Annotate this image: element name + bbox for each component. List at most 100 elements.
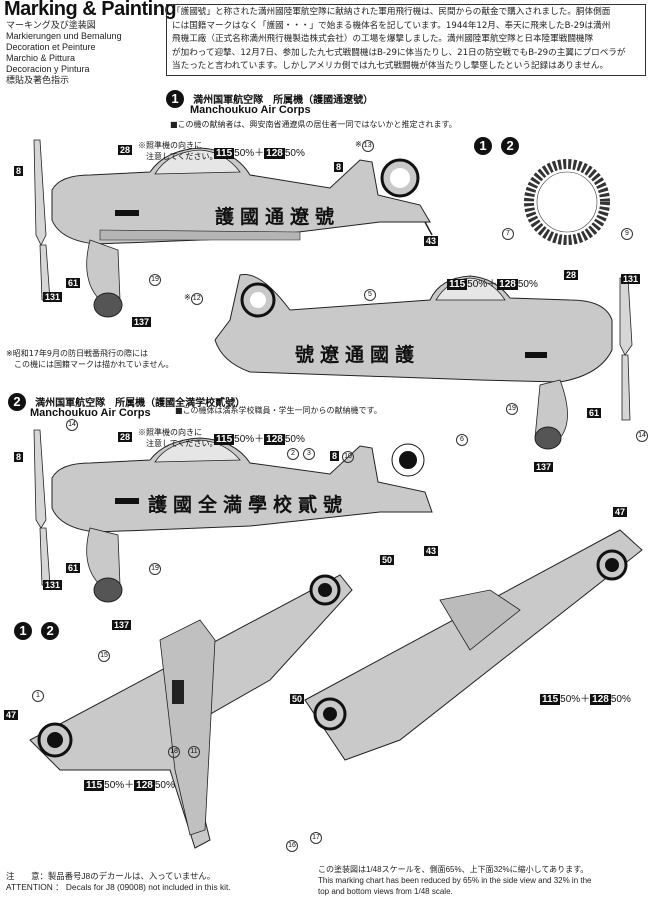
callout-8-left: 8: [14, 166, 24, 176]
color-code-a: 115: [214, 434, 235, 445]
callout-3-num: 3: [303, 448, 315, 460]
color-code-b: 128: [264, 148, 285, 159]
callout-13: ※13: [355, 140, 374, 152]
callout-3: 3: [303, 448, 315, 460]
callout-15: 15: [98, 650, 110, 662]
section2-badge: 2: [8, 392, 26, 411]
section1-subtitle: Manchoukuo Air Corps: [190, 103, 311, 116]
header-line: Marchio & Pittura: [6, 53, 76, 63]
badge-one: 1: [14, 622, 32, 640]
badge-two: 2: [501, 137, 520, 155]
color-code-b: 128: [264, 434, 285, 445]
intro-text: 「護國號」と称された満州國陸軍航空隊に献納された軍用飛行機は、民間からの献金で購…: [172, 6, 642, 74]
section2-header: 2 満州国軍航空隊 所属機（護國全満学校貳號） Manchoukuo Air C…: [8, 391, 245, 419]
aircraft-name-kanji-1: 護國通遼號: [215, 206, 341, 228]
color-code-a: 115: [214, 148, 235, 159]
sight-callout-2: ※照準機の向きに 注意してください。: [138, 427, 218, 449]
callout-28b: 28: [564, 270, 579, 280]
color-pct-a: 50%: [234, 148, 255, 159]
callout-16-num: 16: [286, 840, 298, 852]
callout-1: 1: [32, 690, 44, 702]
color-pct-b: 50%: [610, 694, 631, 705]
foot-note-line: この機には国籍マークは描かれていません。: [6, 360, 174, 369]
callout-7: 9: [621, 228, 633, 240]
sight-callout-line: ※照準機の向きに: [138, 428, 202, 437]
mix-plus: ＋: [254, 148, 265, 159]
scale-jp: この塗装図は1/48スケールを、側面65%、上下面32%に縮小してあります。: [318, 865, 589, 874]
badge-group-bottom: 1 2: [14, 620, 60, 640]
caution-en: ATTENTION ： Decals for J8 (09008) not in…: [6, 882, 231, 892]
callout-11: 11: [188, 746, 200, 758]
section2-subtitle: Manchoukuo Air Corps: [30, 406, 151, 419]
callout-6: 7: [502, 228, 514, 240]
color-pct-b: 50%: [284, 148, 305, 159]
callout-137b: 137: [534, 462, 554, 472]
callout-131: 131: [43, 292, 63, 302]
callout-47b: 47: [613, 507, 628, 517]
callout-137: 137: [132, 317, 152, 327]
footer-caution: 注 意：製品番号J8のデカールは、入っていません。 ATTENTION ： De…: [6, 871, 231, 893]
callout-19b: 19: [506, 403, 518, 415]
callout-5: 5: [364, 289, 376, 301]
callout-13-num: 13: [361, 140, 374, 152]
callout-14c-num: 14: [66, 419, 78, 431]
callout-17: 17: [310, 832, 322, 844]
footer-scale: この塗装図は1/48スケールを、側面65%、上下面32%に縮小してあります。 T…: [318, 864, 592, 897]
sight-callout-line: ※照準機の向きに: [138, 141, 202, 150]
color-code-a: 115: [84, 780, 105, 791]
badge-one: 1: [474, 137, 492, 155]
header-line: Decoration et Peinture: [6, 42, 96, 52]
color-pct-b: 50%: [154, 780, 175, 791]
header-line: マーキング及び塗装図: [6, 20, 96, 30]
callout-14b-num: 14: [636, 430, 648, 442]
callout-61b: 61: [587, 408, 602, 418]
callout-43: 43: [424, 236, 439, 246]
badge-group-top: 1 2: [474, 135, 520, 155]
color-pct-a: 50%: [104, 780, 125, 791]
callout-19-num: 19: [149, 274, 161, 286]
sight-callout-line: 注意してください。: [138, 439, 218, 448]
callout-131c: 131: [43, 580, 63, 590]
callout-18-num: 18: [168, 746, 180, 758]
sight-callout-1: ※照準機の向きに 注意してください。: [138, 140, 218, 162]
callout-11-num: 11: [188, 746, 200, 758]
callout-61: 61: [66, 278, 81, 288]
caution-jp: 注 意：製品番号J8のデカールは、入っていません。: [6, 871, 216, 881]
scale-en-1: This marking chart has been reduced by 6…: [318, 876, 592, 885]
mix-plus: ＋: [124, 780, 135, 791]
callout-19b-num: 19: [506, 403, 518, 415]
callout-1-num: 1: [32, 690, 44, 702]
callout-19: 19: [149, 274, 161, 286]
intro-line: には国籍マークはなく「護國・・・」で始まる機体名を記しています。1944年12月…: [172, 20, 611, 31]
aircraft-name-kanji-2: 護國全満學校貳號: [148, 494, 349, 516]
section2-title: 満州国軍航空隊 所属機（護國全満学校貳號）: [35, 398, 246, 409]
callout-8: 8: [334, 162, 344, 172]
header-lines: マーキング及び塗装図 Markierungen und Bemalung Dec…: [6, 20, 122, 86]
color-pct-a: 50%: [560, 694, 581, 705]
callout-17-num: 17: [310, 832, 322, 844]
callout-137c: 137: [112, 620, 132, 630]
callout-2-num: 2: [287, 448, 299, 460]
callout-47: 47: [4, 710, 19, 720]
color-pct-b: 50%: [517, 279, 538, 290]
callout-50: 50: [380, 555, 395, 565]
header-line: 標貼及著色指示: [6, 75, 70, 85]
callout-18: 18: [168, 746, 180, 758]
section2-note: ■この機体は満系学校職員・学生一同からの献納機です。: [175, 406, 382, 415]
callout-19c: 19: [149, 563, 161, 575]
section1-header: 1 満州国軍航空隊 所属機（護國通遼號） Manchoukuo Air Corp…: [166, 88, 373, 116]
callout-5-num: 5: [364, 289, 376, 301]
page-title: Marking & Painting: [4, 0, 177, 20]
callout-28: 28: [118, 145, 133, 155]
intro-line: 「護國號」と称された満州國陸軍航空隊に献納された軍用飛行機は、民間からの献金で購…: [172, 7, 611, 17]
aircraft-name-kanji-1b: 號遼通國護: [295, 344, 421, 366]
callout-50b: 50: [290, 694, 305, 704]
color-code-b: 128: [134, 780, 155, 791]
callout-15-num: 15: [98, 650, 110, 662]
callout-131b: 131: [621, 274, 641, 284]
